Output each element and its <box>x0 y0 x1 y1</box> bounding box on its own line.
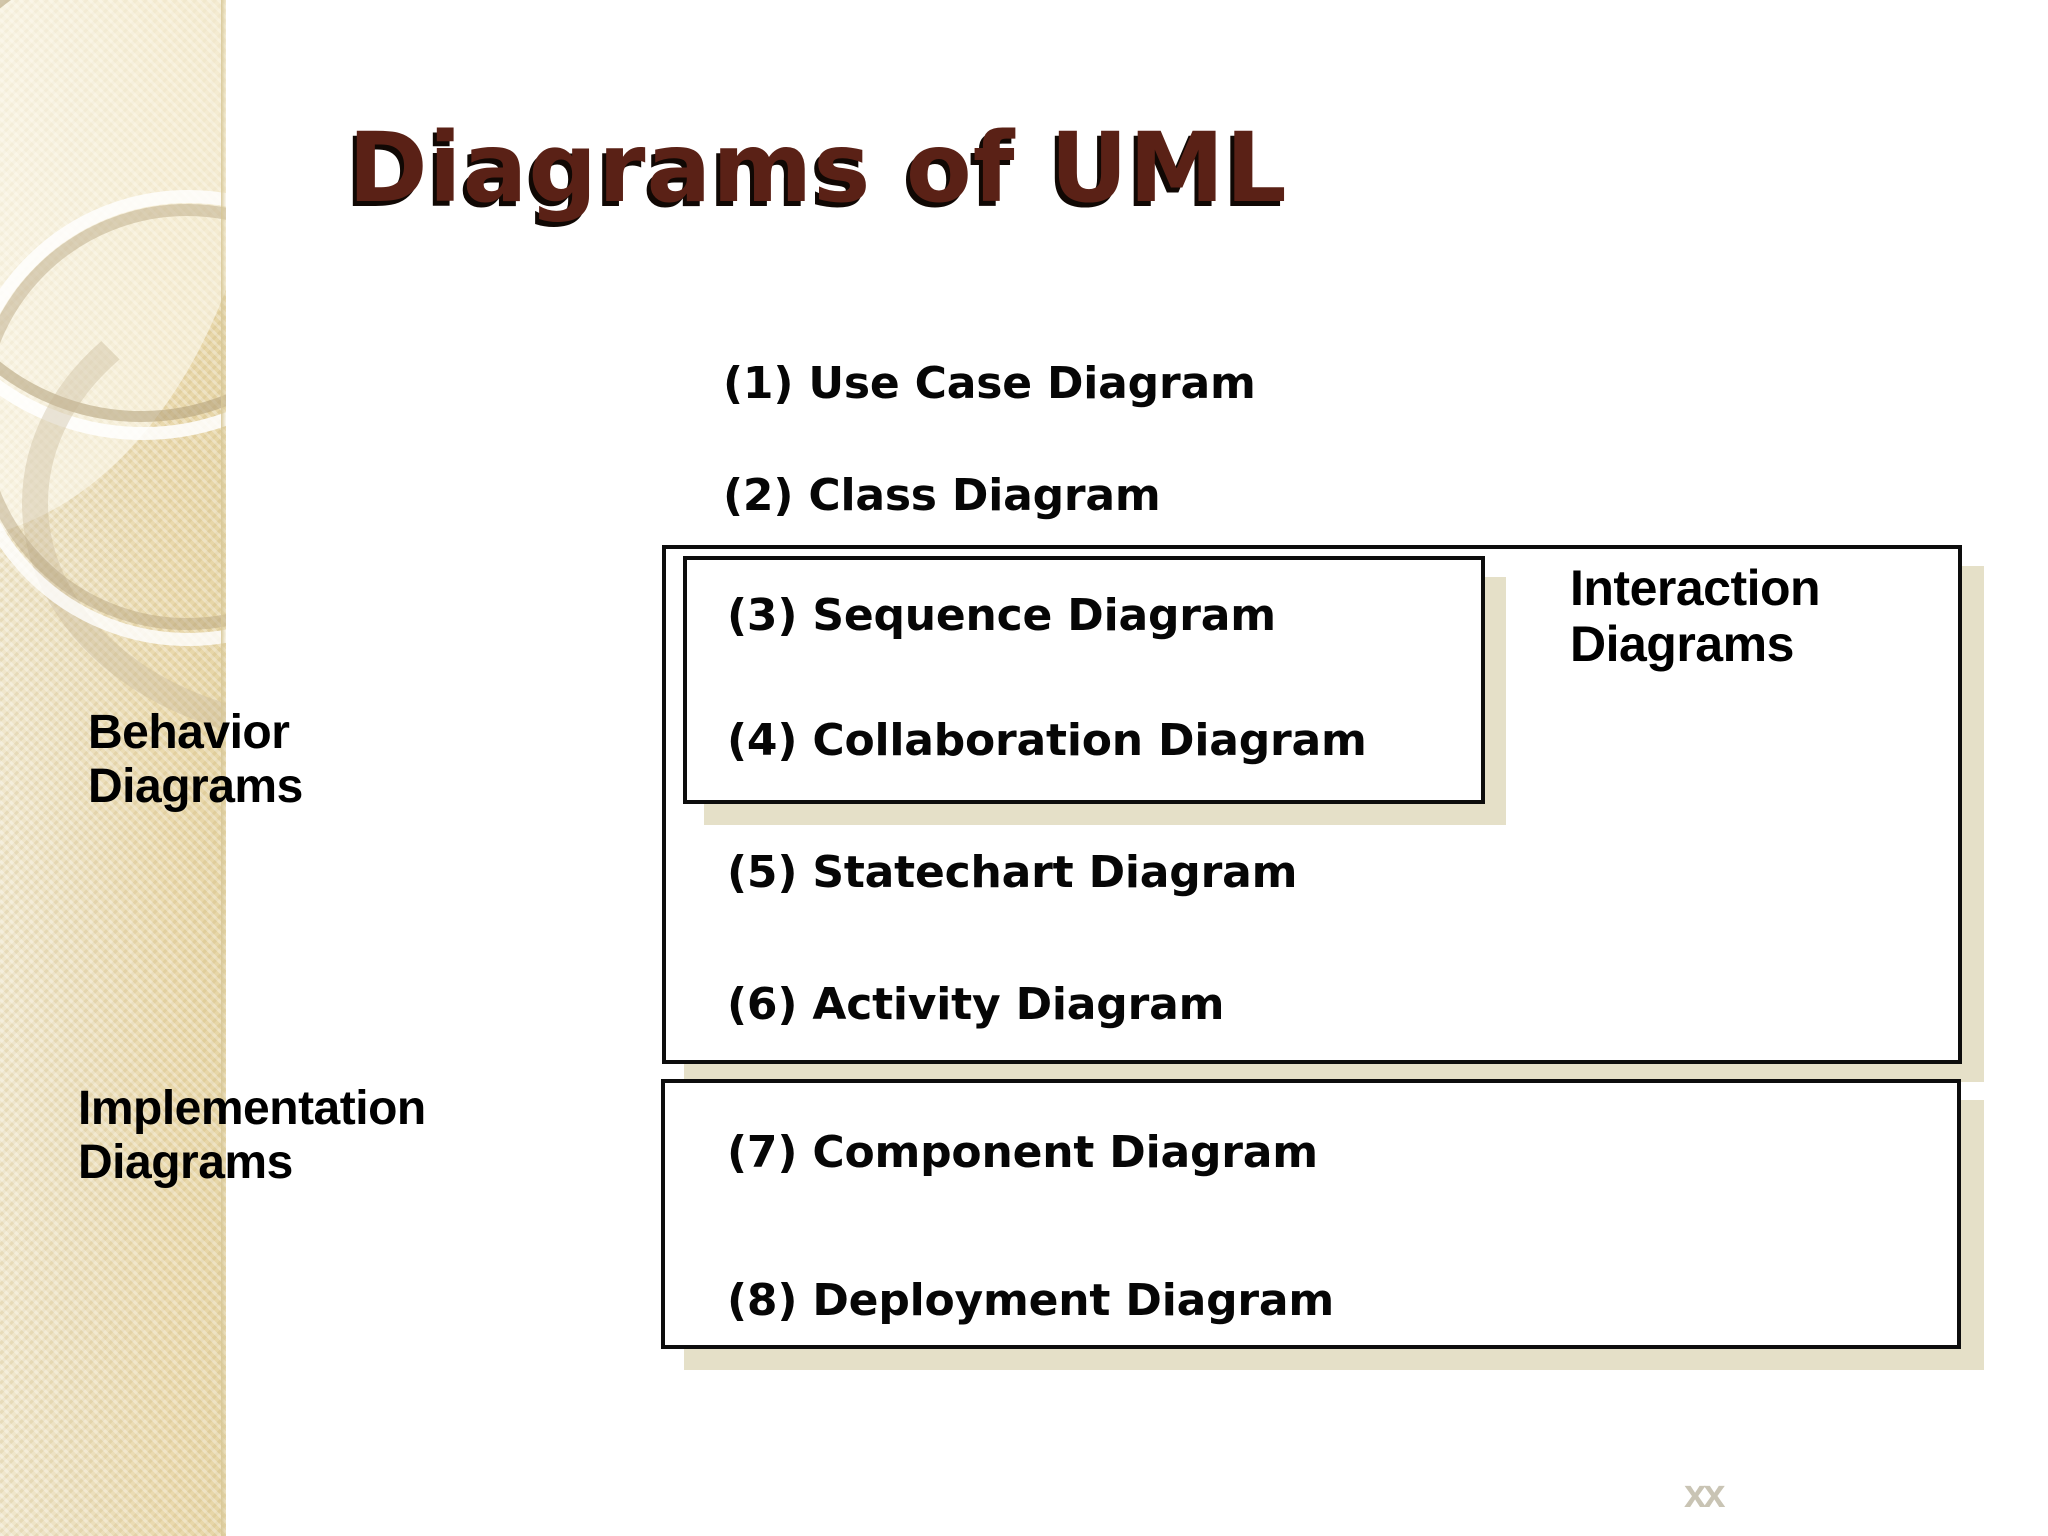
page-title: Diagrams of UML <box>348 112 1288 224</box>
list-item-deployment-diagram: (8) Deployment Diagram <box>727 1275 1335 1326</box>
decorative-ring-inner-bottom <box>0 204 226 630</box>
interaction-diagrams-label: Interaction Diagrams <box>1570 560 1821 672</box>
implementation-diagrams-frame <box>661 1079 1961 1349</box>
list-item-class-diagram: (2) Class Diagram <box>723 470 1161 521</box>
list-item-collaboration-diagram: (4) Collaboration Diagram <box>727 715 1367 766</box>
interaction-diagrams-frame <box>683 556 1485 804</box>
behavior-diagrams-label: Behavior Diagrams <box>88 706 303 813</box>
corner-watermark: xx <box>1684 1472 1725 1516</box>
decorative-left-band <box>0 0 226 1536</box>
list-item-activity-diagram: (6) Activity Diagram <box>727 979 1225 1030</box>
list-item-component-diagram: (7) Component Diagram <box>727 1127 1318 1178</box>
list-item-statechart-diagram: (5) Statechart Diagram <box>727 847 1298 898</box>
band-right-edge <box>221 0 226 1536</box>
list-item-sequence-diagram: (3) Sequence Diagram <box>727 590 1276 641</box>
list-item-use-case-diagram: (1) Use Case Diagram <box>723 358 1256 409</box>
implementation-diagrams-label: Implementation Diagrams <box>78 1082 426 1189</box>
